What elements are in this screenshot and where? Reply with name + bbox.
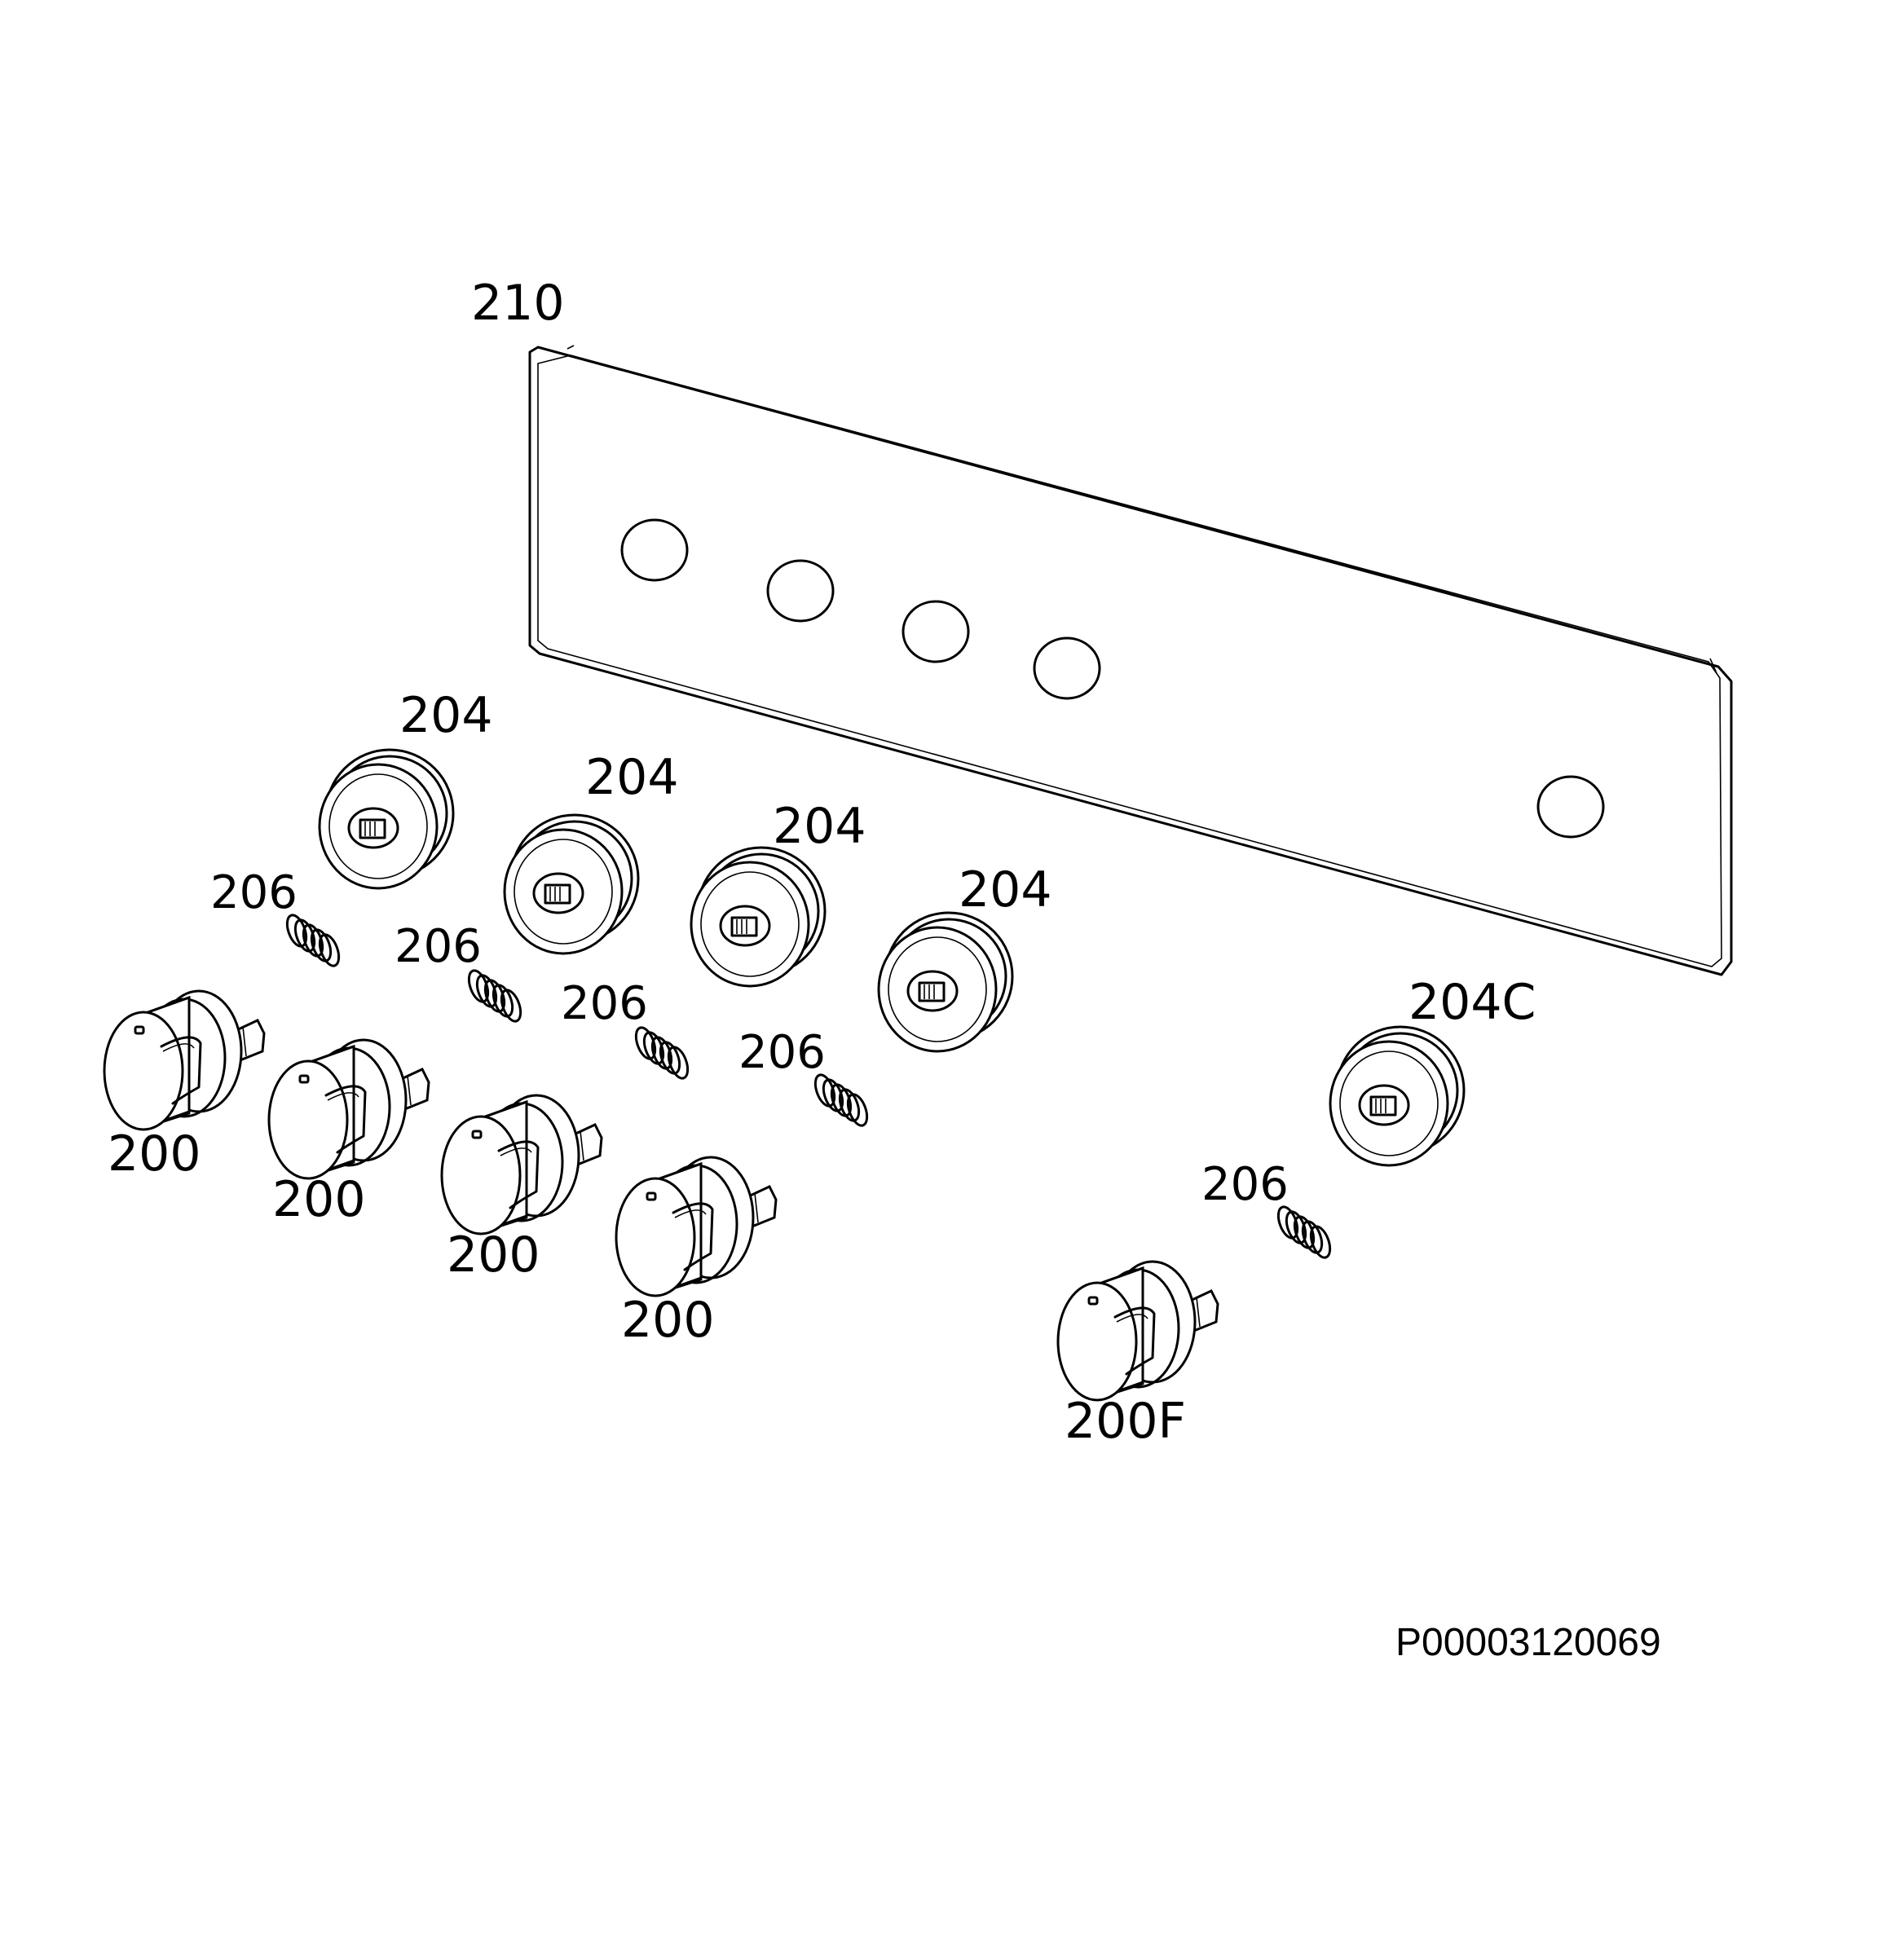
label-bezel-3: 204 [773,798,866,855]
label-knob-4: 200 [621,1292,715,1349]
label-bezel-2: 204 [585,749,679,806]
knob-200-4 [615,1156,778,1297]
label-knob-1: 200 [108,1125,201,1183]
spring-206-5 [1273,1203,1335,1262]
label-spring-1: 206 [210,866,298,919]
spring-206-1 [282,911,344,970]
bezel-204-1 [318,748,455,890]
spring-206-2 [464,967,526,1025]
label-spring-5: 206 [1201,1158,1289,1211]
drawing-code: P00003120069 [1395,1621,1661,1664]
label-spring-2: 206 [395,920,482,973]
label-knob-2: 200 [272,1171,366,1228]
label-bezel-c: 204C [1408,974,1536,1031]
label-spring-4: 206 [738,1026,826,1079]
knob-200-1 [103,989,266,1131]
label-panel: 210 [471,275,565,332]
bezel-204-4 [877,911,1014,1053]
knob-200-3 [440,1094,603,1235]
bezel-204c [1329,1025,1466,1167]
spring-206-4 [810,1071,872,1130]
label-knob-3: 200 [447,1227,540,1284]
label-spring-3: 206 [561,977,648,1030]
label-knob-f: 200F [1065,1393,1187,1450]
label-bezel-1: 204 [399,687,493,744]
control-panel-210 [528,345,1733,976]
bezel-204-2 [503,813,640,955]
knob-200f [1056,1260,1219,1402]
bezel-204-3 [690,846,827,988]
knob-200-2 [267,1038,430,1180]
spring-206-3 [631,1024,693,1082]
label-bezel-4: 204 [959,861,1052,918]
